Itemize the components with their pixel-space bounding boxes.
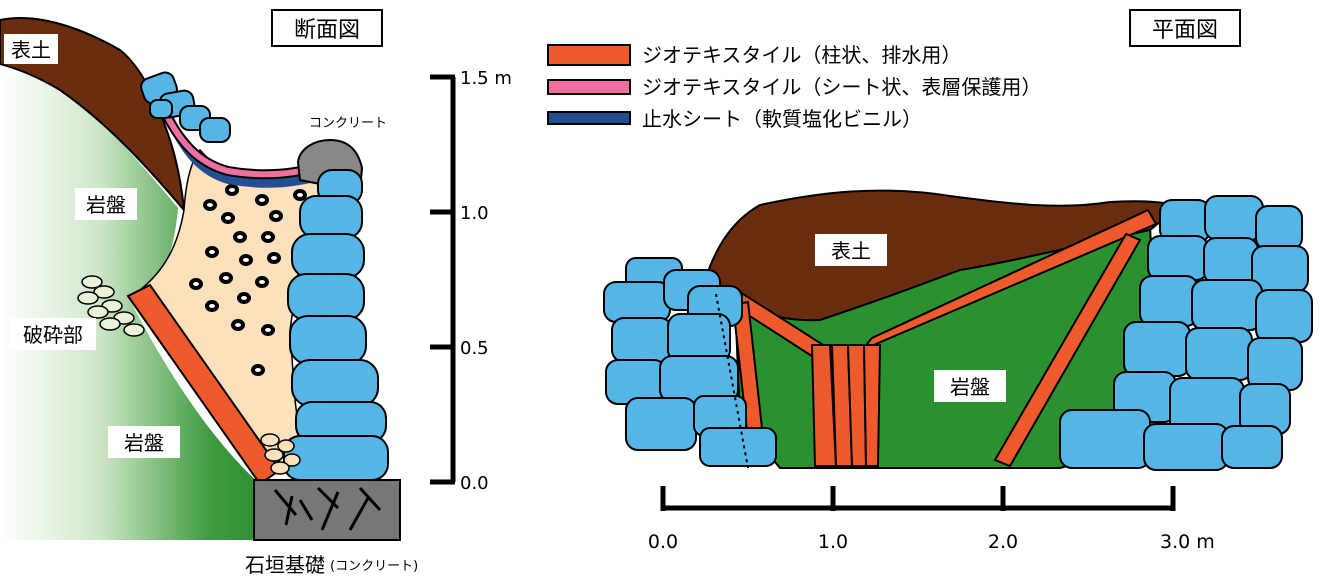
plan-topsoil	[703, 189, 1183, 322]
plan-view: 平面図	[603, 9, 1313, 553]
section-topsoil	[0, 17, 186, 214]
section-view	[0, 17, 456, 541]
plan-dotted-line	[715, 293, 749, 469]
legend-swatch-sheet	[547, 79, 631, 95]
plan-drain-columns	[726, 208, 1158, 468]
plan-scale-1: 1.0	[818, 531, 848, 553]
section-scale-bar	[430, 74, 456, 485]
legend: ジオテキスタイル（柱状、排水用） ジオテキスタイル（シート状、表層保護用） 止水…	[547, 43, 1041, 131]
plan-title: 平面図	[1152, 18, 1218, 43]
plan-scale-3: 3.0 m	[1160, 531, 1215, 553]
label-concrete: コンクリート	[309, 116, 387, 131]
label-foundation-note: (コンクリート)	[330, 559, 418, 574]
scale-label-0-5: 0.5	[460, 338, 489, 359]
scale-label-1-5: 1.5 m	[460, 68, 512, 89]
section-title: 断面図	[294, 18, 360, 43]
label-foundation: 石垣基礎	[245, 553, 325, 577]
plan-label-topsoil: 表土	[831, 239, 871, 263]
section-rock	[0, 70, 282, 540]
scale-label-0-0: 0.0	[460, 473, 489, 494]
scale-label-1-0: 1.0	[460, 203, 489, 224]
section-top-cobbles	[140, 71, 231, 143]
legend-swatch-column	[547, 44, 631, 66]
label-rock-upper: 岩盤	[86, 193, 126, 217]
label-fracture: 破砕部	[23, 323, 83, 347]
legend-text-waterproof: 止水シート（軟質塩化ビニル）	[642, 107, 922, 131]
plan-scale-bar	[660, 486, 1176, 511]
plan-scale-0: 0.0	[648, 531, 678, 553]
legend-text-sheet: ジオテキスタイル（シート状、表層保護用）	[642, 75, 1041, 99]
legend-text-column: ジオテキスタイル（柱状、排水用）	[642, 43, 961, 67]
section-labels: 断面図 表土 岩盤 破砕部 岩盤 コンクリート 石垣基礎 (コンクリート) 1.…	[4, 9, 512, 577]
legend-swatch-waterproof	[547, 111, 631, 125]
section-fracture-zone	[77, 275, 145, 337]
section-pebbles	[189, 184, 307, 376]
section-gravel	[260, 433, 301, 475]
section-foundation	[253, 479, 401, 541]
plan-left-stones	[603, 257, 777, 467]
plan-scale-2: 2.0	[988, 531, 1018, 553]
plan-right-stones	[1059, 195, 1313, 471]
section-wall-stones	[283, 169, 389, 481]
label-topsoil: 表土	[11, 38, 51, 62]
label-rock-lower: 岩盤	[124, 431, 164, 455]
plan-label-rock: 岩盤	[950, 375, 990, 399]
